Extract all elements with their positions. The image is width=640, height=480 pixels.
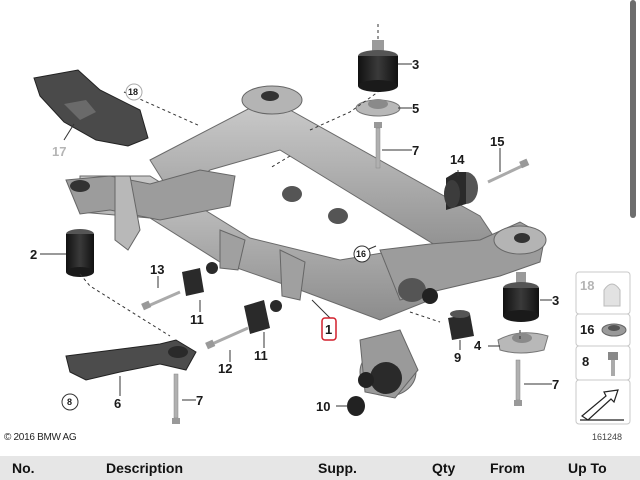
key-8-label: 8: [582, 354, 589, 369]
washer-part-4: [497, 332, 549, 354]
heat-shield-part-17: [33, 69, 149, 147]
callout-lines: [40, 63, 552, 407]
rubber-mount-part-3-top: [358, 40, 398, 92]
vertical-scrollbar[interactable]: [630, 0, 636, 218]
callout-2: 2: [30, 247, 37, 262]
bushing-part-11-b: [244, 300, 282, 334]
washer-part-5: [355, 99, 401, 117]
parts-diagram: 2 3 5 7 14 15 3 4 7 9 10 11 11 12 13 6 7…: [30, 24, 631, 425]
callout-7-top: 7: [412, 143, 419, 158]
bushing-part-11-a: [182, 262, 218, 296]
column-header-supp[interactable]: Supp.: [318, 460, 357, 476]
bolt-part-7-top: [374, 122, 382, 169]
column-header-up-to[interactable]: Up To: [568, 460, 607, 476]
parts-table-header: [0, 456, 640, 480]
bushing-part-14: [444, 172, 478, 210]
callout-15: 15: [490, 134, 504, 149]
bushing-part-9: [448, 310, 474, 340]
bolt-part-15: [487, 158, 530, 184]
bushing-part-10: [347, 396, 365, 416]
column-header-no[interactable]: No.: [12, 460, 35, 476]
callout-8-circle: 8: [67, 397, 72, 407]
bolt-part-7-left: [172, 373, 180, 424]
column-header-qty[interactable]: Qty: [432, 460, 456, 476]
callout-14: 14: [450, 152, 465, 167]
bolt-part-12: [205, 326, 249, 350]
callout-6: 6: [114, 396, 121, 411]
callout-3-side: 3: [552, 293, 559, 308]
key-panel: 18 16 8: [575, 271, 631, 425]
callout-4: 4: [474, 338, 482, 353]
callout-11-b: 11: [254, 348, 268, 363]
callout-1: 1: [325, 322, 332, 337]
callout-labels: 2 3 5 7 14 15 3 4 7 9 10 11 11 12 13 6 7…: [30, 57, 559, 414]
key-18-label: 18: [580, 278, 594, 293]
callout-13: 13: [150, 262, 164, 277]
callout-17: 17: [52, 144, 66, 159]
column-header-description[interactable]: Description: [106, 460, 184, 476]
callout-11-a: 11: [190, 312, 204, 327]
copyright-text: © 2016 BMW AG: [4, 432, 77, 443]
bracket-part-6: [65, 339, 197, 381]
rubber-mount-part-2: [66, 229, 94, 277]
callout-16-circle: 16: [356, 249, 366, 259]
callout-9: 9: [454, 350, 461, 365]
bolt-part-13: [141, 290, 181, 311]
callout-12: 12: [218, 361, 232, 376]
key-16-label: 16: [580, 322, 594, 337]
callout-7-left: 7: [196, 393, 203, 408]
column-header-from[interactable]: From: [490, 460, 525, 476]
callout-10: 10: [316, 399, 330, 414]
callout-3-top: 3: [412, 57, 419, 72]
diagram-number: 161248: [592, 432, 623, 442]
callout-5: 5: [412, 101, 419, 116]
bolt-part-7-right: [514, 359, 522, 406]
callout-7-right: 7: [552, 377, 559, 392]
rear-axle-carrier-part-1: [65, 85, 547, 399]
callout-18-circle: 18: [128, 87, 138, 97]
rubber-mount-part-3-side: [503, 272, 539, 322]
